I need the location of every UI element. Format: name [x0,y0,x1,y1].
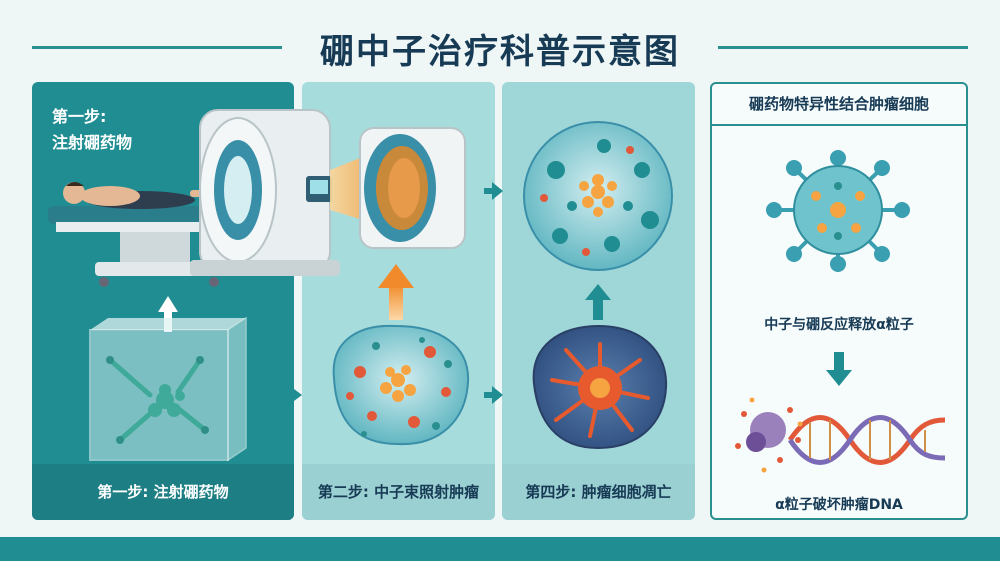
arrow-p2-p3-bottom [484,386,503,404]
down-arrow-teal [826,352,852,386]
drug-box [89,316,247,462]
caption-step2: 第二步: 中子束照射肿瘤 [302,464,495,520]
intro-text: 第一步: 注射硼药物 [52,104,132,156]
caption-step4: 第四步: 肿瘤细胞凋亡 [502,464,695,520]
intro-line1: 第一步: [52,107,107,126]
damage-burst [735,397,803,473]
tumor-cell-dying [532,324,668,450]
dna-helix [787,415,946,465]
dna-label: α粒子破坏肿瘤DNA [775,497,903,513]
arrow-p1-p2 [280,386,302,404]
arrow-p2-p3-top [484,182,503,200]
patient-bed [48,206,248,287]
tumor-cell-boron [332,324,470,446]
page-title: 硼中子治疗科普示意图 [320,32,680,72]
up-arrow-orange [378,264,414,320]
title-line-right [718,46,968,49]
beam-emitter [359,127,466,249]
title-row: 硼中子治疗科普示意图 [0,18,1000,72]
side-title: 硼药物特异性结合肿瘤细胞 [710,82,968,126]
scanner-machine [190,109,340,276]
up-arrow-teal [585,284,611,320]
patient-icon [63,182,222,209]
title-line-left [32,46,282,49]
virus-like-tumor-cell [766,150,910,272]
intro-line2: 注射硼药物 [52,133,133,152]
apoptotic-cell [523,121,673,271]
reaction-label: 中子与硼反应释放α粒子 [764,317,914,333]
caption-step1: 第一步: 注射硼药物 [32,464,294,520]
bottom-band [0,537,1000,561]
